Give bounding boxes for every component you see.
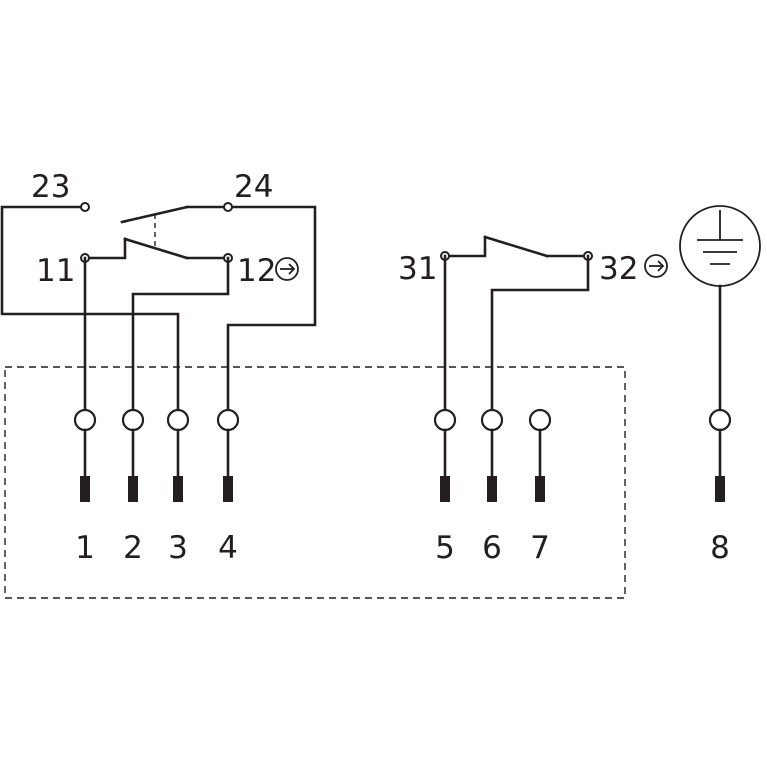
nc-contact-left [83, 237, 127, 260]
label-24: 24 [234, 169, 273, 205]
pin-6 [480, 408, 504, 502]
pin-4 [216, 408, 240, 502]
wire-32-to-pin6 [490, 254, 590, 412]
wire-24-to-pin4 [226, 205, 317, 412]
nc2-contact-blade [483, 235, 549, 258]
label-11: 11 [36, 253, 75, 289]
pin-2 [121, 408, 145, 502]
pin-7 [528, 408, 552, 502]
label-32: 32 [599, 251, 638, 287]
contact-point-24 [223, 202, 233, 212]
pin-8 [708, 408, 732, 502]
pin-number-5: 5 [435, 530, 455, 566]
pin-number-1: 1 [75, 530, 95, 566]
pin-5 [433, 408, 457, 502]
connector-pins [73, 408, 732, 502]
connector-housing [4, 366, 626, 599]
protective-earth-icon [679, 205, 761, 412]
pin-3 [166, 408, 190, 502]
wire-12-to-pin2 [131, 256, 230, 412]
pin-number-2: 2 [123, 530, 143, 566]
wire-23-to-pin3 [0, 205, 180, 422]
switch-block-left: 23 24 11 12 [0, 169, 317, 422]
nc2-contact-left [443, 235, 487, 258]
switch-block-middle: 31 32 [398, 235, 668, 412]
nc-contact-blade [123, 237, 189, 260]
contact-point-23 [80, 202, 90, 212]
pin-number-8: 8 [710, 530, 730, 566]
arrow-in-circle-icon [275, 257, 299, 281]
pin-number-6: 6 [482, 530, 502, 566]
pin-number-3: 3 [168, 530, 188, 566]
pin-1 [73, 408, 97, 502]
pin-numbers: 1 2 3 4 5 6 7 8 [75, 530, 730, 566]
pin-number-4: 4 [218, 530, 238, 566]
label-12: 12 [237, 253, 276, 289]
label-23: 23 [31, 169, 70, 205]
arrow-in-circle-icon [644, 254, 668, 278]
pin-number-7: 7 [530, 530, 550, 566]
label-31: 31 [398, 251, 437, 287]
